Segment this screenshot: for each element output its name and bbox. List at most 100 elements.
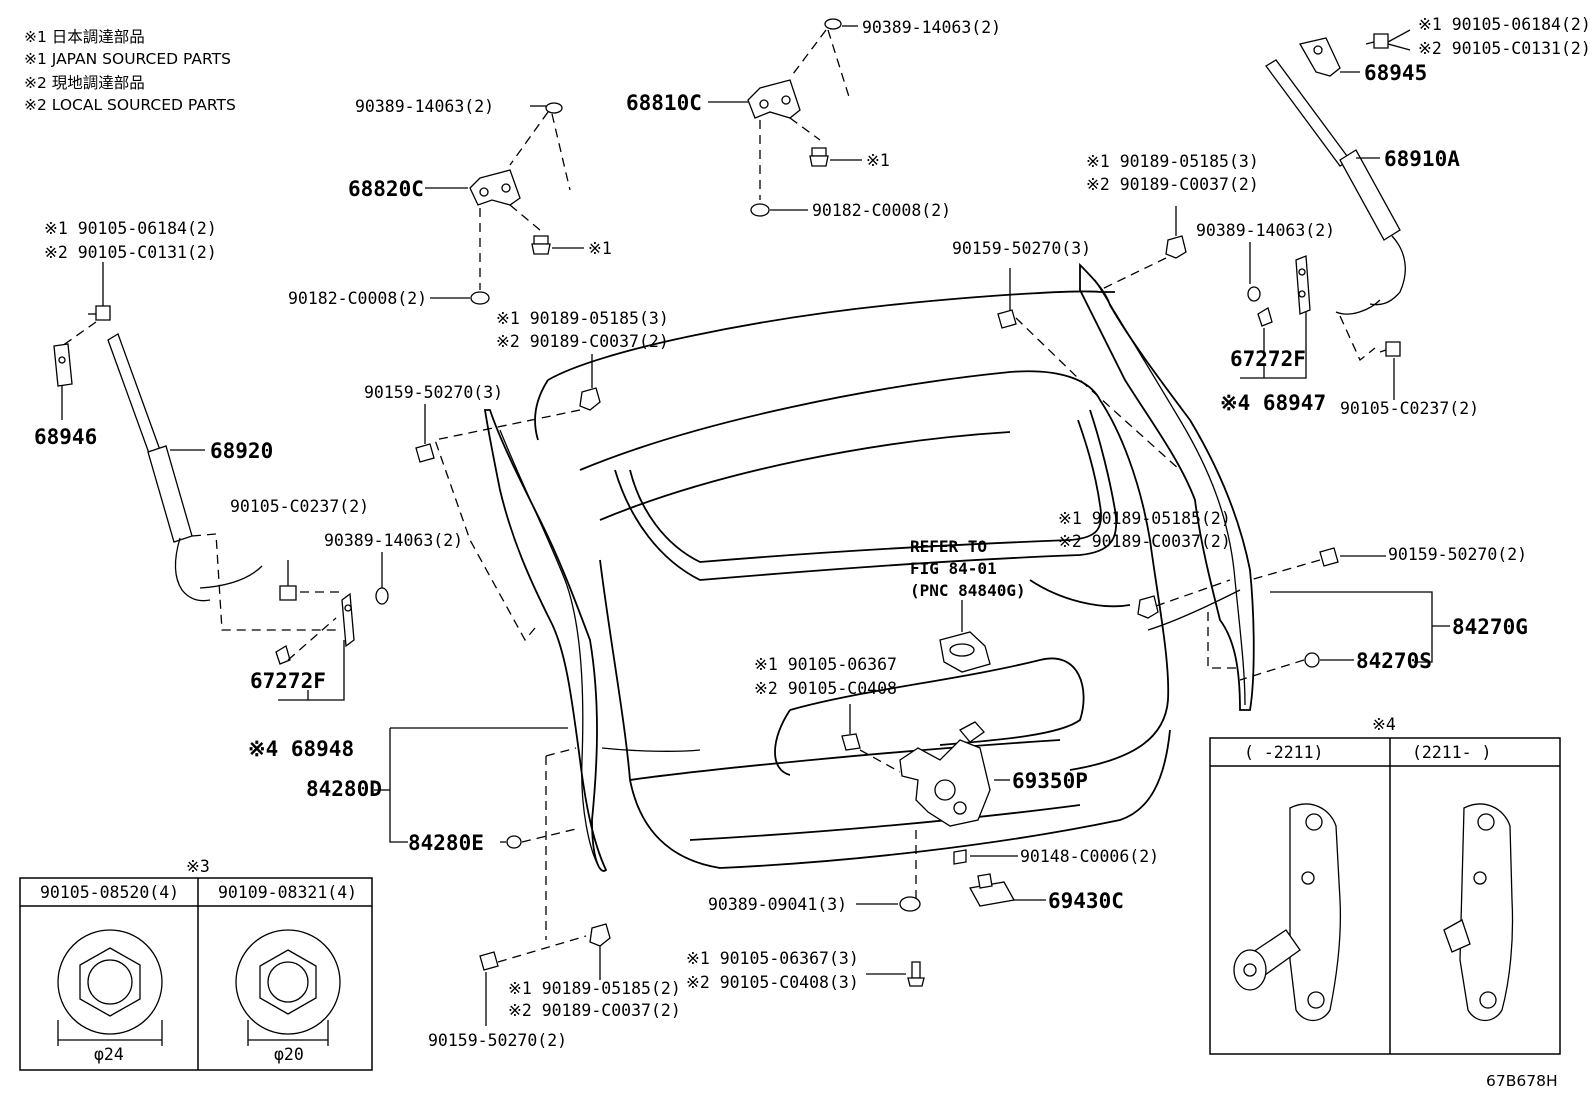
hinge-bracket-68947 bbox=[1295, 255, 1311, 315]
callout-68946: 68946 bbox=[34, 425, 97, 449]
clip-90189-upper-right bbox=[1165, 235, 1187, 259]
pin-67272f-left bbox=[275, 645, 291, 665]
callout-90105-c0237-left: 90105-C0237(2) bbox=[230, 497, 369, 516]
striker-69430c bbox=[968, 873, 1016, 907]
callout-bottom-90189-c0037: ※2 90189-C0037(2) bbox=[508, 1001, 681, 1020]
bolt-90105-c0237-right bbox=[1379, 341, 1401, 357]
bolt-90159-right bbox=[1319, 547, 1339, 567]
callout-90148-c0006: 90148-C0006(2) bbox=[1020, 847, 1159, 866]
nut-90389-left bbox=[545, 102, 563, 114]
bolt-90105-06367-upper bbox=[841, 733, 861, 751]
note-1-ja: ※1 日本調達部品 bbox=[24, 28, 145, 46]
ref-line-2: FIG 84-01 bbox=[910, 559, 997, 578]
callout-90389-14063-mid: 90389-14063(2) bbox=[324, 531, 463, 550]
nut-90389-09041 bbox=[899, 896, 921, 912]
callout-upper-right-90189-05185: ※1 90189-05185(3) bbox=[1086, 152, 1259, 171]
callout-mid-right-90189-c0037: ※2 90189-C0037(2) bbox=[1058, 532, 1231, 551]
callout-center-90189-05185: ※1 90189-05185(3) bbox=[496, 309, 669, 328]
callout-67272f-left: 67272F bbox=[250, 669, 326, 693]
callout-mid-right-90189-05185: ※1 90189-05185(2) bbox=[1058, 509, 1231, 528]
back-door-panel bbox=[534, 290, 1171, 869]
callout-68920: 68920 bbox=[210, 439, 273, 463]
bolt-90159-bottom bbox=[479, 951, 499, 971]
table3-col2-part: 90109-08321(4) bbox=[218, 883, 357, 902]
pin-67272f-right bbox=[1257, 307, 1273, 327]
callout-90389-09041: 90389-09041(3) bbox=[708, 895, 847, 914]
gas-strut-68920 bbox=[107, 333, 211, 602]
callout-90105-c0408: ※2 90105-C0408 bbox=[754, 679, 897, 698]
table3-nuts bbox=[19, 877, 373, 1071]
table4-col2-head: (2211- ) bbox=[1412, 743, 1491, 762]
note-2-ja: ※2 現地調達部品 bbox=[24, 74, 145, 92]
bracket-68946 bbox=[53, 343, 73, 387]
table3-col1-dim: φ24 bbox=[94, 1045, 124, 1064]
nut-90389-mid bbox=[375, 587, 389, 605]
hinge-68810c bbox=[747, 79, 801, 119]
callout-90389-14063-top: 90389-14063(2) bbox=[862, 18, 1001, 37]
bolt-right-strut bbox=[1365, 33, 1389, 49]
clip-90189-mid-right bbox=[1137, 595, 1159, 619]
ref-line-1: REFER TO bbox=[910, 537, 987, 556]
callout-right-90105-c0131: ※2 90105-C0131(2) bbox=[1418, 39, 1591, 58]
nut-84280e bbox=[506, 835, 522, 849]
bolt-90159-top bbox=[997, 309, 1017, 329]
bolt-star1-top bbox=[809, 147, 829, 167]
callout-center-90189-c0037: ※2 90189-C0037(2) bbox=[496, 332, 669, 351]
screw-90148 bbox=[953, 849, 967, 865]
gas-strut-68910a bbox=[1265, 59, 1406, 306]
figure-code: 67B678H bbox=[1486, 1072, 1558, 1090]
callout-90389-14063-left: 90389-14063(2) bbox=[355, 97, 494, 116]
callout-90159-50270-top: 90159-50270(3) bbox=[952, 239, 1091, 258]
callout-90389-14063-right: 90389-14063(2) bbox=[1196, 221, 1335, 240]
callout-68945: 68945 bbox=[1364, 61, 1427, 85]
callout-84280d: 84280D bbox=[306, 777, 382, 801]
nut-90182-top bbox=[750, 203, 770, 217]
table3-col1-part: 90105-08520(4) bbox=[40, 883, 179, 902]
bolt-star1-left bbox=[531, 235, 551, 255]
callout-68947: ※4 68947 bbox=[1220, 391, 1326, 415]
callout-68948: ※4 68948 bbox=[248, 737, 354, 761]
callout-star1-left: ※1 bbox=[588, 239, 612, 258]
bolt-90105-c0237-left bbox=[279, 560, 297, 601]
callout-84270s: 84270S bbox=[1356, 649, 1432, 673]
table3-mark: ※3 bbox=[186, 857, 210, 876]
nut-90389-top bbox=[824, 18, 842, 30]
callout-68820c: 68820C bbox=[348, 177, 424, 201]
callout-69350p: 69350P bbox=[1012, 769, 1088, 793]
clip-90189-center bbox=[579, 387, 601, 411]
nut-84270s bbox=[1304, 652, 1320, 668]
callout-90105-c0237-right: 90105-C0237(2) bbox=[1340, 399, 1479, 418]
callout-68910a: 68910A bbox=[1384, 147, 1460, 171]
callout-84280e: 84280E bbox=[408, 831, 484, 855]
callout-84270g: 84270G bbox=[1452, 615, 1528, 639]
callout-upper-right-90189-c0037: ※2 90189-C0037(2) bbox=[1086, 175, 1259, 194]
callout-90159-50270-left: 90159-50270(3) bbox=[364, 383, 503, 402]
callout-68810c: 68810C bbox=[626, 91, 702, 115]
callout-left-90105-c0131: ※2 90105-C0131(2) bbox=[44, 243, 217, 262]
bracket-68945 bbox=[1299, 37, 1341, 77]
bolt-90159-left bbox=[415, 443, 435, 463]
note-1-en: ※1 JAPAN SOURCED PARTS bbox=[24, 50, 231, 68]
table4-col1-head: ( -2211) bbox=[1244, 743, 1323, 762]
hinge-68820c bbox=[469, 169, 521, 206]
callout-90182-c0008-top: 90182-C0008(2) bbox=[812, 201, 951, 220]
callout-bottom-90189-05185: ※1 90189-05185(2) bbox=[508, 979, 681, 998]
callout-bottom-90105-06367: ※1 90105-06367(3) bbox=[686, 949, 859, 968]
note-2-en: ※2 LOCAL SOURCED PARTS bbox=[24, 96, 236, 114]
back-camera-84840g bbox=[939, 631, 991, 673]
weatherstrip-84270g bbox=[1079, 262, 1255, 711]
hinge-bracket-68948 bbox=[341, 592, 355, 648]
table3-col2-dim: φ20 bbox=[274, 1045, 304, 1064]
lock-motor-69350p bbox=[899, 721, 991, 827]
callout-69430c: 69430C bbox=[1048, 889, 1124, 913]
clip-90189-bottom bbox=[589, 923, 611, 947]
callout-bottom-90105-c0408: ※2 90105-C0408(3) bbox=[686, 973, 859, 992]
ref-line-3: (PNC 84840G) bbox=[910, 581, 1026, 600]
callout-90159-50270-right: 90159-50270(2) bbox=[1388, 545, 1527, 564]
callout-67272f-right: 67272F bbox=[1230, 347, 1306, 371]
table4-mark: ※4 bbox=[1372, 715, 1396, 734]
callout-left-90105-06184: ※1 90105-06184(2) bbox=[44, 219, 217, 238]
callout-right-90105-06184: ※1 90105-06184(2) bbox=[1418, 15, 1591, 34]
nut-90182-left bbox=[470, 291, 490, 305]
